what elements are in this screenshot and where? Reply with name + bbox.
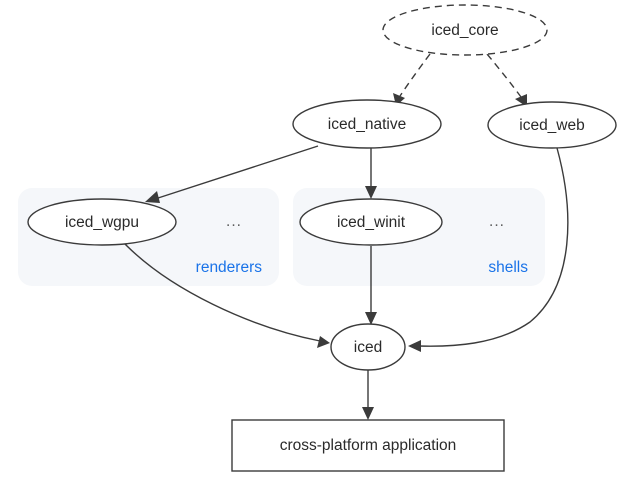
node-cross-platform-application-shape[interactable]: [231, 419, 505, 472]
edge-iced-wgpu-to-iced: [123, 242, 330, 348]
edge-iced-native-to-iced-wgpu-line: [154, 145, 319, 200]
node-iced[interactable]: iced: [330, 323, 406, 371]
edge-iced-web-to-iced-arrowhead: [408, 340, 421, 352]
node-iced-core[interactable]: iced_core: [382, 4, 548, 56]
node-iced-wgpu-shape[interactable]: [27, 198, 177, 246]
node-iced-shape[interactable]: [330, 323, 406, 371]
edge-iced-winit-to-iced-arrowhead: [365, 312, 377, 325]
node-iced-native-label: iced_native: [328, 116, 406, 133]
node-iced-web-label: iced_web: [519, 117, 585, 134]
edge-iced-core-to-iced-native: [393, 53, 431, 106]
node-iced-core-shape[interactable]: [382, 4, 548, 56]
node-iced-wgpu[interactable]: iced_wgpu: [27, 198, 177, 246]
node-iced-winit-shape[interactable]: [299, 198, 443, 246]
edge-iced-wgpu-to-iced-line: [123, 242, 321, 342]
edge-iced-wgpu-to-iced-arrowhead: [317, 336, 330, 348]
edge-iced-native-to-iced-winit-arrowhead: [365, 186, 377, 199]
edge-iced-to-application: [362, 370, 374, 420]
edge-iced-web-to-iced-line: [417, 147, 569, 347]
edge-iced-native-to-iced-winit: [365, 148, 377, 199]
edge-iced-core-to-iced-web-line: [486, 53, 522, 98]
edge-iced-native-to-iced-wgpu-arrowhead: [145, 191, 160, 203]
node-iced-winit[interactable]: iced_winit: [299, 198, 443, 246]
node-iced-native[interactable]: iced_native: [292, 99, 442, 149]
node-iced-core-label: iced_core: [431, 22, 498, 39]
node-iced-native-shape[interactable]: [292, 99, 442, 149]
cluster-renderers-label: renderers: [196, 259, 263, 276]
node-iced-web-shape[interactable]: [487, 101, 617, 149]
edge-iced-core-to-iced-web: [486, 53, 527, 107]
cluster-shells-label: shells: [488, 259, 528, 276]
cluster-shells-ellipsis: ...: [489, 213, 505, 230]
node-iced-web[interactable]: iced_web: [487, 101, 617, 149]
node-iced-winit-label: iced_winit: [337, 214, 406, 231]
node-cross-platform-application[interactable]: cross-platform application: [231, 419, 505, 472]
node-cross-platform-application-label: cross-platform application: [280, 437, 457, 454]
node-iced-wgpu-label: iced_wgpu: [65, 214, 139, 231]
edge-iced-winit-to-iced: [365, 246, 377, 325]
node-iced-label: iced: [354, 339, 382, 356]
cluster-renderers-ellipsis: ...: [226, 213, 242, 230]
edge-iced-web-to-iced: [408, 147, 569, 352]
edge-iced-core-to-iced-native-line: [399, 53, 431, 97]
edge-iced-to-application-arrowhead: [362, 407, 374, 420]
edge-iced-native-to-iced-wgpu: [145, 145, 319, 203]
